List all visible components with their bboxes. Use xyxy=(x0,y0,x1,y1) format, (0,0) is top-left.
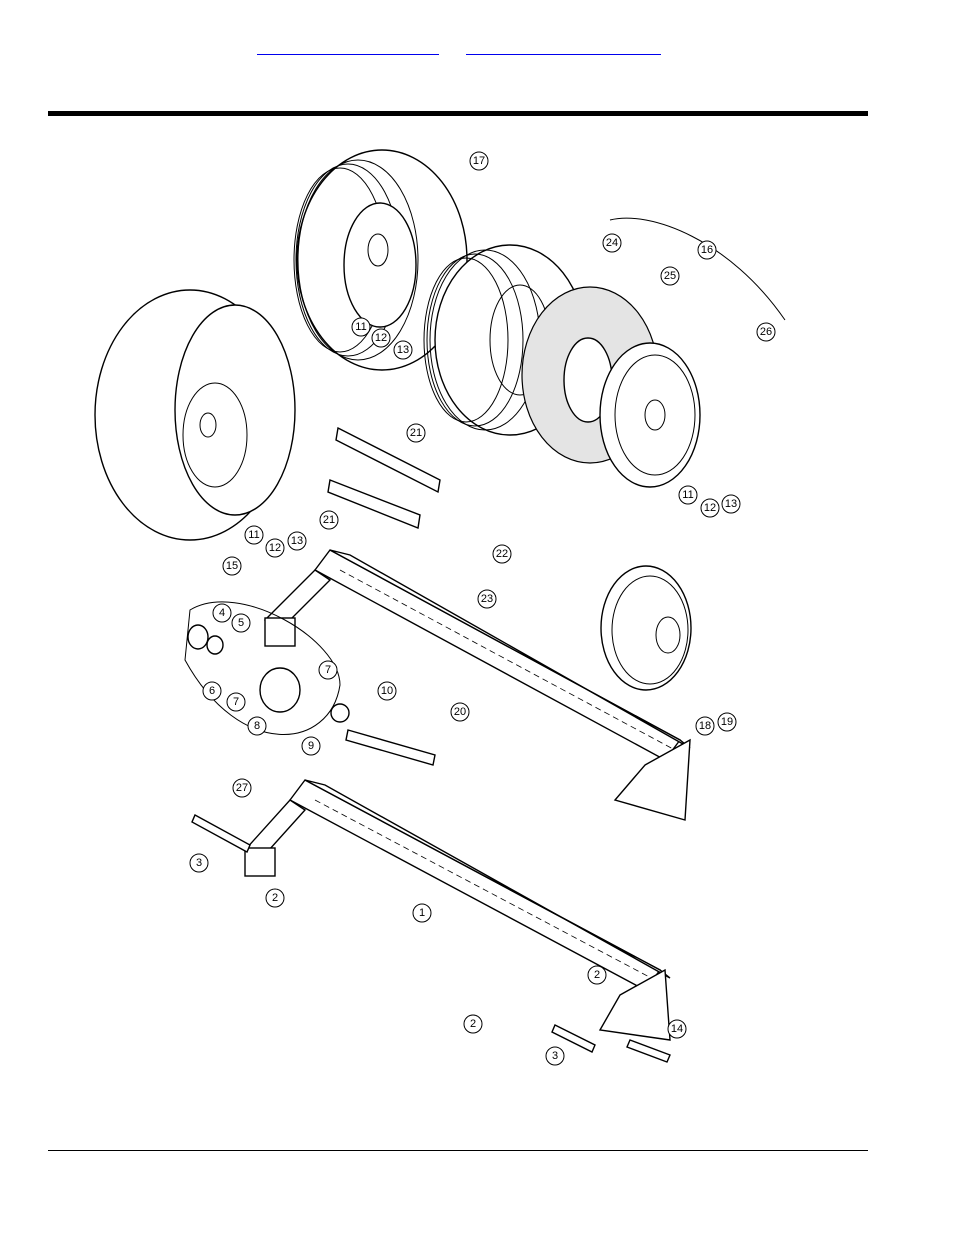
callout-3-a: 3 xyxy=(189,853,209,873)
svg-text:11: 11 xyxy=(355,321,366,333)
callout-2-a: 2 xyxy=(265,888,285,908)
top-rule xyxy=(48,111,868,116)
svg-text:13: 13 xyxy=(397,344,409,356)
tire-15 xyxy=(94,289,296,541)
svg-text:8: 8 xyxy=(254,720,260,732)
callout-14: 14 xyxy=(667,1019,687,1039)
svg-text:24: 24 xyxy=(606,237,618,249)
callout-23: 23 xyxy=(477,589,497,609)
callout-12-a: 12 xyxy=(371,328,391,348)
callout-24: 24 xyxy=(602,233,622,253)
callout-20: 20 xyxy=(450,702,470,722)
callout-22: 22 xyxy=(492,544,512,564)
svg-text:21: 21 xyxy=(323,514,335,526)
callout-25: 25 xyxy=(660,266,680,286)
parts-diagram: 17 24 16 25 26 11 12 13 11 12 13 11 12 1… xyxy=(94,149,786,1066)
svg-text:23: 23 xyxy=(481,593,493,605)
svg-text:21: 21 xyxy=(410,427,422,439)
callout-11-c: 11 xyxy=(244,525,264,545)
svg-text:4: 4 xyxy=(219,607,225,619)
callout-11-b: 11 xyxy=(678,485,698,505)
bolt-14 xyxy=(626,1039,671,1063)
svg-text:16: 16 xyxy=(701,244,713,256)
callout-26: 26 xyxy=(756,322,776,342)
callout-27: 27 xyxy=(232,778,252,798)
callout-21-a: 21 xyxy=(406,423,426,443)
svg-text:9: 9 xyxy=(308,740,314,752)
svg-text:25: 25 xyxy=(664,270,676,282)
group-line-16 xyxy=(609,217,786,321)
svg-text:7: 7 xyxy=(325,664,331,676)
svg-text:11: 11 xyxy=(682,489,693,501)
callout-19: 19 xyxy=(717,712,737,732)
svg-text:3: 3 xyxy=(552,1050,558,1062)
svg-text:12: 12 xyxy=(375,332,387,344)
svg-text:26: 26 xyxy=(760,326,772,338)
axle-20 xyxy=(263,549,691,821)
svg-text:15: 15 xyxy=(226,560,238,572)
callout-18: 18 xyxy=(695,716,715,736)
callout-16: 16 xyxy=(697,240,717,260)
svg-text:19: 19 xyxy=(721,716,733,728)
callout-1: 1 xyxy=(412,903,432,923)
svg-text:11: 11 xyxy=(248,529,259,541)
svg-text:3: 3 xyxy=(196,857,202,869)
svg-text:20: 20 xyxy=(454,706,466,718)
svg-text:14: 14 xyxy=(671,1023,683,1035)
callout-10: 10 xyxy=(377,681,397,701)
rim-18 xyxy=(600,565,692,691)
callout-13-c: 13 xyxy=(287,531,307,551)
svg-text:18: 18 xyxy=(699,720,711,732)
callout-12-c: 12 xyxy=(265,538,285,558)
callout-5: 5 xyxy=(231,613,251,633)
svg-text:2: 2 xyxy=(272,892,278,904)
svg-text:12: 12 xyxy=(704,502,716,514)
svg-text:7: 7 xyxy=(233,696,239,708)
svg-text:12: 12 xyxy=(269,542,281,554)
callout-13-a: 13 xyxy=(393,340,413,360)
svg-text:17: 17 xyxy=(473,155,485,167)
callout-2-c: 2 xyxy=(463,1014,483,1034)
callout-4: 4 xyxy=(212,603,232,623)
header-link-2[interactable] xyxy=(466,38,661,55)
callout-2-b: 2 xyxy=(587,965,607,985)
callout-17: 17 xyxy=(469,151,489,171)
spindles-21 xyxy=(327,426,441,529)
callout-11-a: 11 xyxy=(351,317,371,337)
tire-17 xyxy=(293,149,468,371)
rim-26 xyxy=(599,342,701,488)
callout-7-b: 7 xyxy=(318,660,338,680)
svg-text:1: 1 xyxy=(419,907,425,919)
svg-text:22: 22 xyxy=(496,548,508,560)
svg-text:6: 6 xyxy=(209,685,215,697)
callout-15: 15 xyxy=(222,556,242,576)
hub-group-27 xyxy=(184,601,436,766)
svg-text:13: 13 xyxy=(291,535,303,547)
callout-12-b: 12 xyxy=(700,498,720,518)
frame-1 xyxy=(243,779,671,1041)
bottom-rule xyxy=(48,1150,868,1151)
bolt-3-upper xyxy=(191,814,251,853)
svg-text:13: 13 xyxy=(725,498,737,510)
callout-7-a: 7 xyxy=(226,692,246,712)
callout-9: 9 xyxy=(301,736,321,756)
callout-6: 6 xyxy=(202,681,222,701)
svg-text:2: 2 xyxy=(470,1018,476,1030)
callout-3-b: 3 xyxy=(545,1046,565,1066)
header-link-1[interactable] xyxy=(257,38,439,55)
svg-text:10: 10 xyxy=(381,685,393,697)
svg-text:27: 27 xyxy=(236,782,248,794)
callout-8: 8 xyxy=(247,716,267,736)
callout-21-b: 21 xyxy=(319,510,339,530)
svg-text:2: 2 xyxy=(594,969,600,981)
svg-text:5: 5 xyxy=(238,617,244,629)
callout-13-b: 13 xyxy=(721,494,741,514)
bolt-3-lower xyxy=(551,1024,596,1053)
